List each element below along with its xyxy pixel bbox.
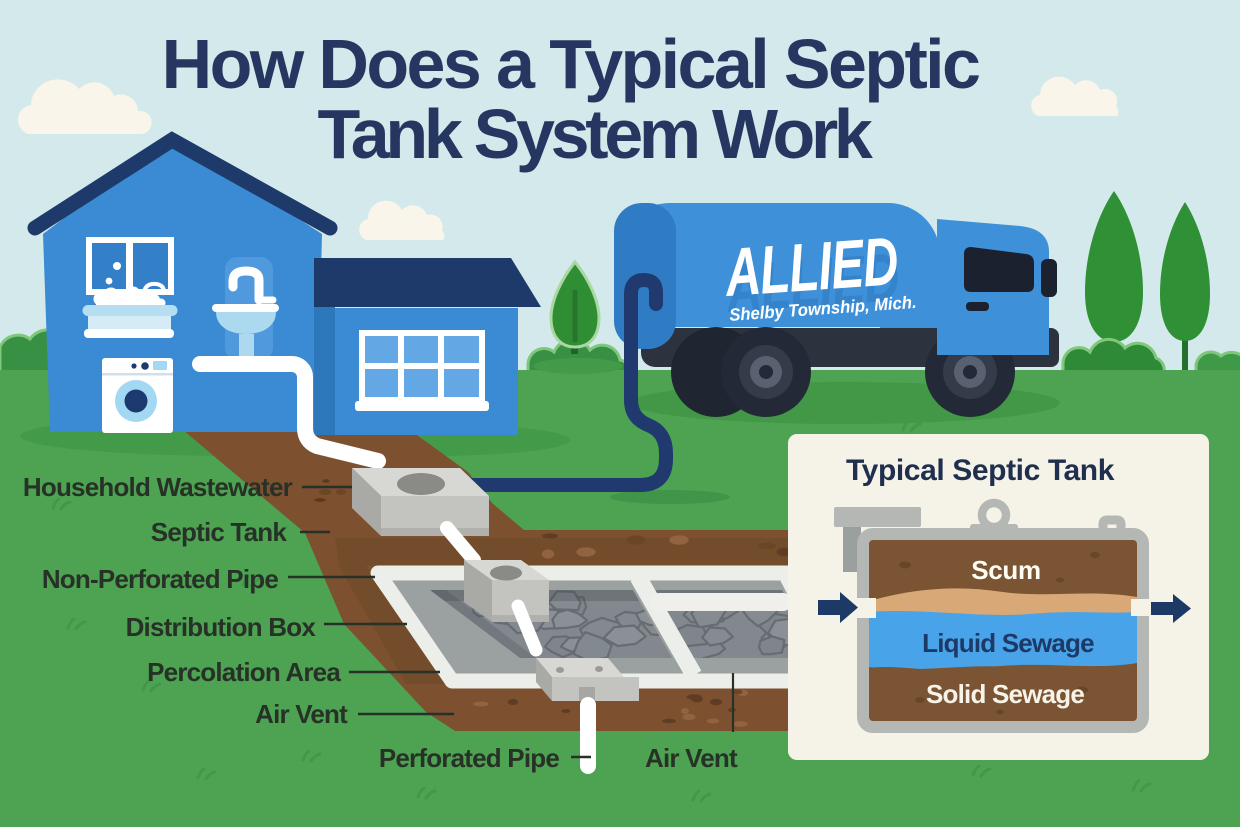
svg-text:Typical Septic Tank: Typical Septic Tank [846, 454, 1115, 487]
svg-text:Non-Perforated Pipe: Non-Perforated Pipe [42, 564, 279, 594]
svg-text:ALLIED: ALLIED [721, 222, 900, 311]
svg-text:Tank System Work: Tank System Work [317, 95, 872, 173]
svg-text:Septic Tank: Septic Tank [151, 517, 288, 547]
svg-text:Solid Sewage: Solid Sewage [926, 679, 1084, 709]
svg-text:Scum: Scum [971, 555, 1041, 585]
svg-text:ALLIED: ALLIED [722, 238, 901, 327]
svg-text:Perforated Pipe: Perforated Pipe [379, 743, 560, 773]
svg-text:Air Vent: Air Vent [255, 699, 348, 729]
svg-text:Air Vent: Air Vent [645, 743, 738, 773]
svg-text:Percolation Area: Percolation Area [147, 657, 341, 687]
svg-text:Liquid Sewage: Liquid Sewage [922, 628, 1094, 658]
svg-text:Household Wastewater: Household Wastewater [23, 472, 293, 502]
svg-text:Distribution Box: Distribution Box [126, 612, 317, 642]
svg-text:How Does a Typical Septic: How Does a Typical Septic [162, 25, 979, 103]
